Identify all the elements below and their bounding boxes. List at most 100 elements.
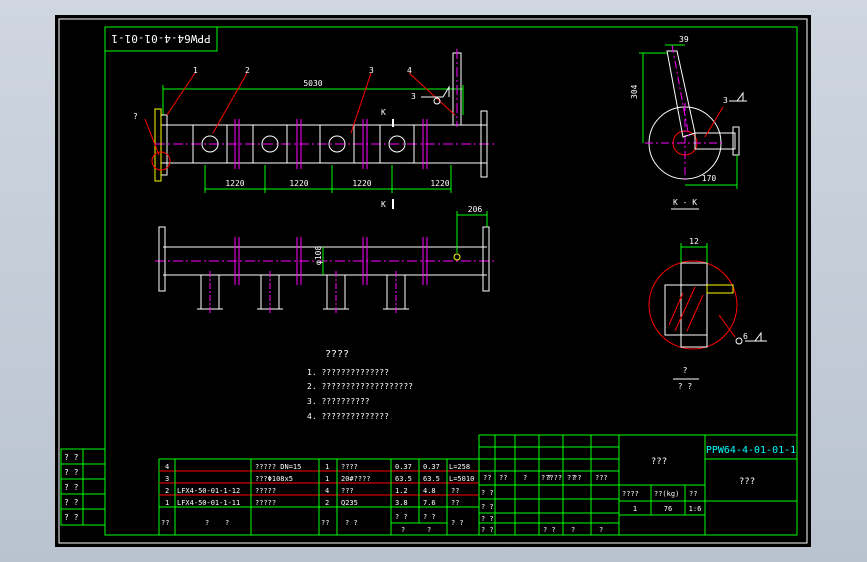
revision-cell: ? (599, 526, 603, 534)
bom-cell: 0.37 (423, 463, 440, 471)
bom-row-3: 3 ???Φ108x5 1 20#???? 63.5 63.5 L=5010 (165, 475, 474, 483)
left-margin-label-1: ? ? (64, 453, 79, 462)
dim-side-width: 39 (679, 35, 689, 44)
balloon-3: 3 (369, 66, 374, 75)
bom-cell: 2 (325, 499, 329, 507)
title-value-qty: 1 (633, 505, 637, 513)
bom-cell: 20#???? (341, 475, 371, 483)
revision-header: ?? (499, 474, 507, 482)
side-view: 304 39 170 3 K - K (630, 35, 747, 210)
revision-header: ? (547, 474, 551, 482)
section-mark-bottom: K (381, 200, 386, 209)
bom-header-cell: ? (205, 519, 209, 527)
dim-spacing-2: 1220 (289, 179, 308, 188)
bom-cell: 1 (325, 475, 329, 483)
left-margin-table (60, 448, 106, 526)
revision-header: ?? (567, 474, 575, 482)
title-company: ??? (739, 477, 755, 487)
detail-label-top: ? (683, 366, 688, 375)
bom-cell: Q235 (341, 499, 358, 507)
title-value-weight: 76 (664, 505, 672, 513)
weld-label-side: 3 (723, 96, 728, 105)
notes-title: ???? (325, 349, 349, 360)
balloon-2: 2 (245, 66, 250, 75)
revision-header: ??? (595, 474, 608, 482)
bom-cell: 0.37 (395, 463, 412, 471)
front-view: 5030 (133, 49, 495, 209)
bom-cell: 1 (325, 463, 329, 471)
bom-cell: LFX4-50-01-1-12 (177, 487, 240, 495)
bom-cell: ???Φ108x5 (255, 475, 293, 483)
revision-cell: ? (571, 526, 575, 534)
detail-view: 12 6 ? ? ? (648, 237, 767, 391)
bom-header-cell: ?? (321, 519, 329, 527)
note-2: 2. ??????????????????? (307, 382, 413, 391)
dim-detail-width: 12 (689, 237, 699, 246)
bom-cell: 3.8 (395, 499, 408, 507)
bom-row-4: 4 ????? DN=15 1 ???? 0.37 0.37 L=258 (165, 463, 470, 471)
bom-cell: ?? (451, 499, 459, 507)
title-drawing-name: ??? (651, 457, 667, 467)
revision-header: ?? (483, 474, 491, 482)
bom-header-cell: ?? (161, 519, 169, 527)
bom-cell: 4.8 (423, 487, 436, 495)
technical-notes: ???? 1. ?????????????? 2. ??????????????… (307, 349, 413, 421)
bom-cell: ????? (255, 487, 276, 495)
left-margin-label-2: ? ? (64, 468, 79, 477)
dim-side-bottom: 170 (702, 174, 717, 183)
bom-cell: ??? (341, 487, 354, 495)
bom-header-row: ?? ? ? ?? ? ? ? ? ? ? ? ? ? ? (161, 513, 464, 534)
bom-cell: 4 (325, 487, 329, 495)
detail-label-bottom: ? ? (678, 382, 693, 391)
bom-cell: 3 (165, 475, 169, 483)
revision-cell: ? ? (481, 515, 494, 523)
bom-cell: ????? (255, 499, 276, 507)
bom-header-cell: ? ? (451, 519, 464, 527)
drawing-viewport[interactable]: PPW64-4-01-01-1 ? ? ? ? ? ? ? ? ? ? 5030 (55, 15, 811, 547)
bom-cell: ????? DN=15 (255, 463, 301, 471)
title-drawing-code: PPW64-4-01-01-1 (706, 445, 796, 456)
title-label-scale: ?? (689, 490, 697, 498)
bom-row-1: 1 LFX4-50-01-1-11 ????? 2 Q235 3.8 7.6 ?… (165, 499, 459, 507)
title-block (618, 434, 798, 536)
bom-cell: 1 (165, 499, 169, 507)
left-margin-label-4: ? ? (64, 498, 79, 507)
revision-cell: ? ? (481, 503, 494, 511)
revision-header: ?? (573, 474, 581, 482)
bom-cell: ?? (451, 487, 459, 495)
stamp-text: PPW64-4-01-01-1 (111, 32, 210, 45)
dim-spacing-4: 1220 (430, 179, 449, 188)
revision-header: ????? (541, 474, 562, 482)
bom-row-2: 2 LFX4-50-01-1-12 ????? 4 ??? 1.2 4.8 ?? (165, 487, 459, 495)
left-margin-label-3: ? ? (64, 483, 79, 492)
title-value-scale: 1:6 (689, 505, 702, 513)
revision-cell: ? ? (481, 526, 494, 534)
stamp-box (104, 26, 218, 52)
title-label-stage: ???? (622, 490, 639, 498)
balloon-q: ? (133, 112, 138, 121)
dim-overall-length: 5030 (303, 79, 322, 88)
balloon-4: 4 (407, 66, 412, 75)
section-view-label: K - K (673, 198, 697, 207)
bom-header-cell: ? ? (345, 519, 358, 527)
bom-cell: L=258 (449, 463, 470, 471)
bom-cell: 63.5 (423, 475, 440, 483)
left-margin-label-5: ? ? (64, 513, 79, 522)
top-view: 206 φ108 (155, 205, 495, 315)
dim-spacing-1: 1220 (225, 179, 244, 188)
revision-table (478, 434, 620, 536)
revision-header: ? (523, 474, 527, 482)
section-mark-top: K (381, 108, 386, 117)
title-label-weight: ??(kg) (654, 490, 679, 498)
balloon-1: 1 (193, 66, 198, 75)
bom-header-cell: ? ? (423, 513, 436, 521)
bom-header-cell: ? ? (395, 513, 408, 521)
weld-label-detail: 6 (743, 332, 748, 341)
note-4: 4. ?????????????? (307, 412, 389, 421)
sheet-outer-border (58, 18, 808, 544)
dim-side-height: 304 (630, 84, 639, 99)
bom-cell: 1.2 (395, 487, 408, 495)
revision-cell: ? ? (543, 526, 556, 534)
bom-cell: 7.6 (423, 499, 436, 507)
